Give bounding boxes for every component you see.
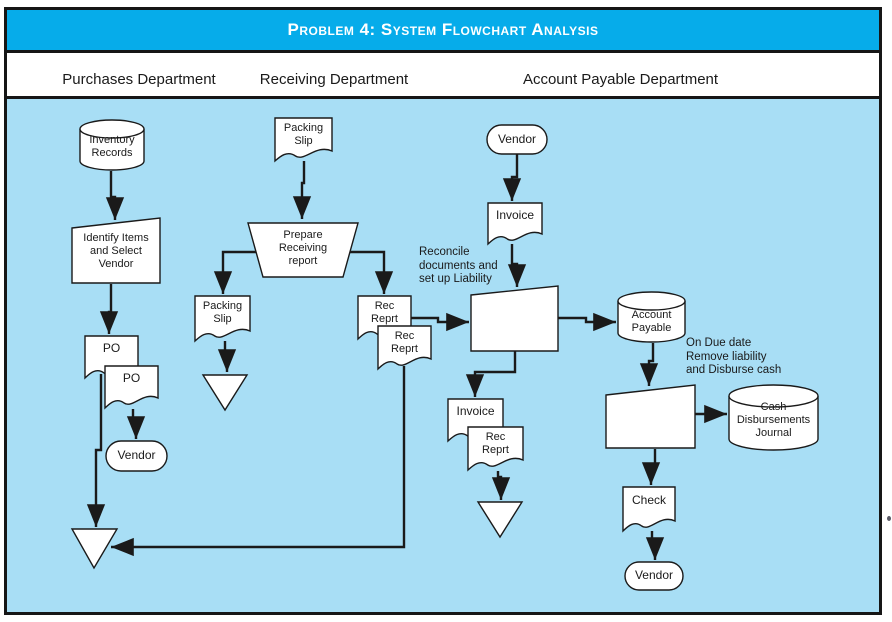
invoice-document-top [487, 202, 543, 246]
vendor-purchases-label: Vendor [117, 448, 156, 462]
packing-slip-document-filed [194, 295, 251, 343]
reconcile-process [470, 285, 559, 352]
check-document [622, 486, 676, 533]
diagram-frame: Problem 4: System Flowchart Analysis [4, 7, 882, 615]
rec-reprt-1-label: Rec Reprt [371, 300, 398, 326]
flow-reconcile-to-filed-docs [465, 351, 517, 397]
disburse-process [605, 384, 696, 449]
identify-items-process [71, 217, 161, 284]
packing-slip-top-label: Packing Slip [283, 122, 324, 148]
vendor-ap-top-label: Vendor [497, 132, 537, 146]
vendor-terminator-ap-bottom [624, 561, 684, 591]
due-date-annotation: On Due date Remove liability and Disburs… [686, 337, 782, 377]
vendor-terminator-purchases [105, 440, 168, 472]
flow-check-to-vendor [645, 531, 665, 560]
flow-prepare-to-packingslip-copy [213, 250, 256, 294]
flowchart-canvas [7, 99, 879, 612]
flow-packingslip-to-file [217, 341, 237, 372]
cash-disbursements-journal-label: Cash Disbursements Journal [736, 401, 811, 440]
packing-slip-document-top [274, 117, 333, 163]
po-document-2 [104, 365, 159, 410]
flow-accountpayable-to-disburse [639, 343, 659, 386]
rec-reprt-filed-label: Rec Reprt [482, 431, 509, 457]
rec-reprt-document-2 [377, 325, 432, 371]
invoice-top-label: Invoice [495, 208, 535, 222]
dept-header-account-payable: Account Payable Department [522, 71, 719, 88]
file-triangle-purchases [70, 528, 119, 570]
flow-identify-to-po [99, 284, 119, 334]
dept-header-purchases: Purchases Department [62, 71, 216, 88]
prepare-receiving-manual-operation [247, 222, 359, 278]
dept-header-receiving: Receiving Department [259, 71, 409, 88]
po-2-label: PO [122, 371, 141, 385]
inventory-records-label: Inventory Records [89, 134, 135, 160]
invoice-filed-label: Invoice [456, 404, 495, 418]
check-label: Check [631, 493, 666, 507]
rec-reprt-2-label: Rec Reprt [391, 330, 418, 356]
packing-slip-filed-label: Packing Slip [202, 300, 243, 326]
flow-disburse-to-check [641, 449, 661, 485]
page-title: Problem 4: System Flowchart Analysis [287, 20, 599, 39]
flow-recreprt-copy-to-purchases-file [111, 366, 406, 557]
flow-invoice-to-reconcile [507, 244, 527, 287]
flow-inventory-to-identify [105, 171, 125, 220]
identify-items-label: Identify Items and Select Vendor [83, 232, 149, 271]
flow-prepare-to-recreprt [350, 250, 394, 294]
account-payable-cylinder [617, 291, 686, 343]
file-triangle-receiving [201, 374, 249, 412]
cash-disbursements-journal-cylinder [728, 384, 819, 451]
flow-po-to-file [86, 374, 106, 527]
reconcile-annotation: Reconcile documents and set up Liability [419, 246, 498, 286]
title-banner: Problem 4: System Flowchart Analysis [7, 10, 879, 53]
vendor-terminator-ap-top [486, 124, 548, 155]
flow-packingslip-to-prepare [292, 161, 312, 219]
account-payable-label: Account Payable [631, 309, 672, 335]
po-1-label: PO [102, 341, 121, 355]
department-header-band [7, 53, 879, 99]
flow-reconcile-to-accountpayable [558, 312, 616, 332]
file-triangle-ap [476, 501, 524, 539]
flow-vendor-to-invoice [502, 154, 522, 201]
edge-stray-mark [887, 516, 891, 521]
flow-po-to-vendor [126, 409, 146, 439]
vendor-ap-bottom-label: Vendor [634, 568, 674, 582]
inventory-records-cylinder [79, 119, 145, 171]
flow-recreprt-to-reconcile [411, 312, 469, 332]
rec-reprt-document-filed [467, 426, 524, 472]
prepare-receiving-label: Prepare Receiving report [278, 229, 328, 268]
flow-filed-docs-to-file [491, 471, 511, 500]
